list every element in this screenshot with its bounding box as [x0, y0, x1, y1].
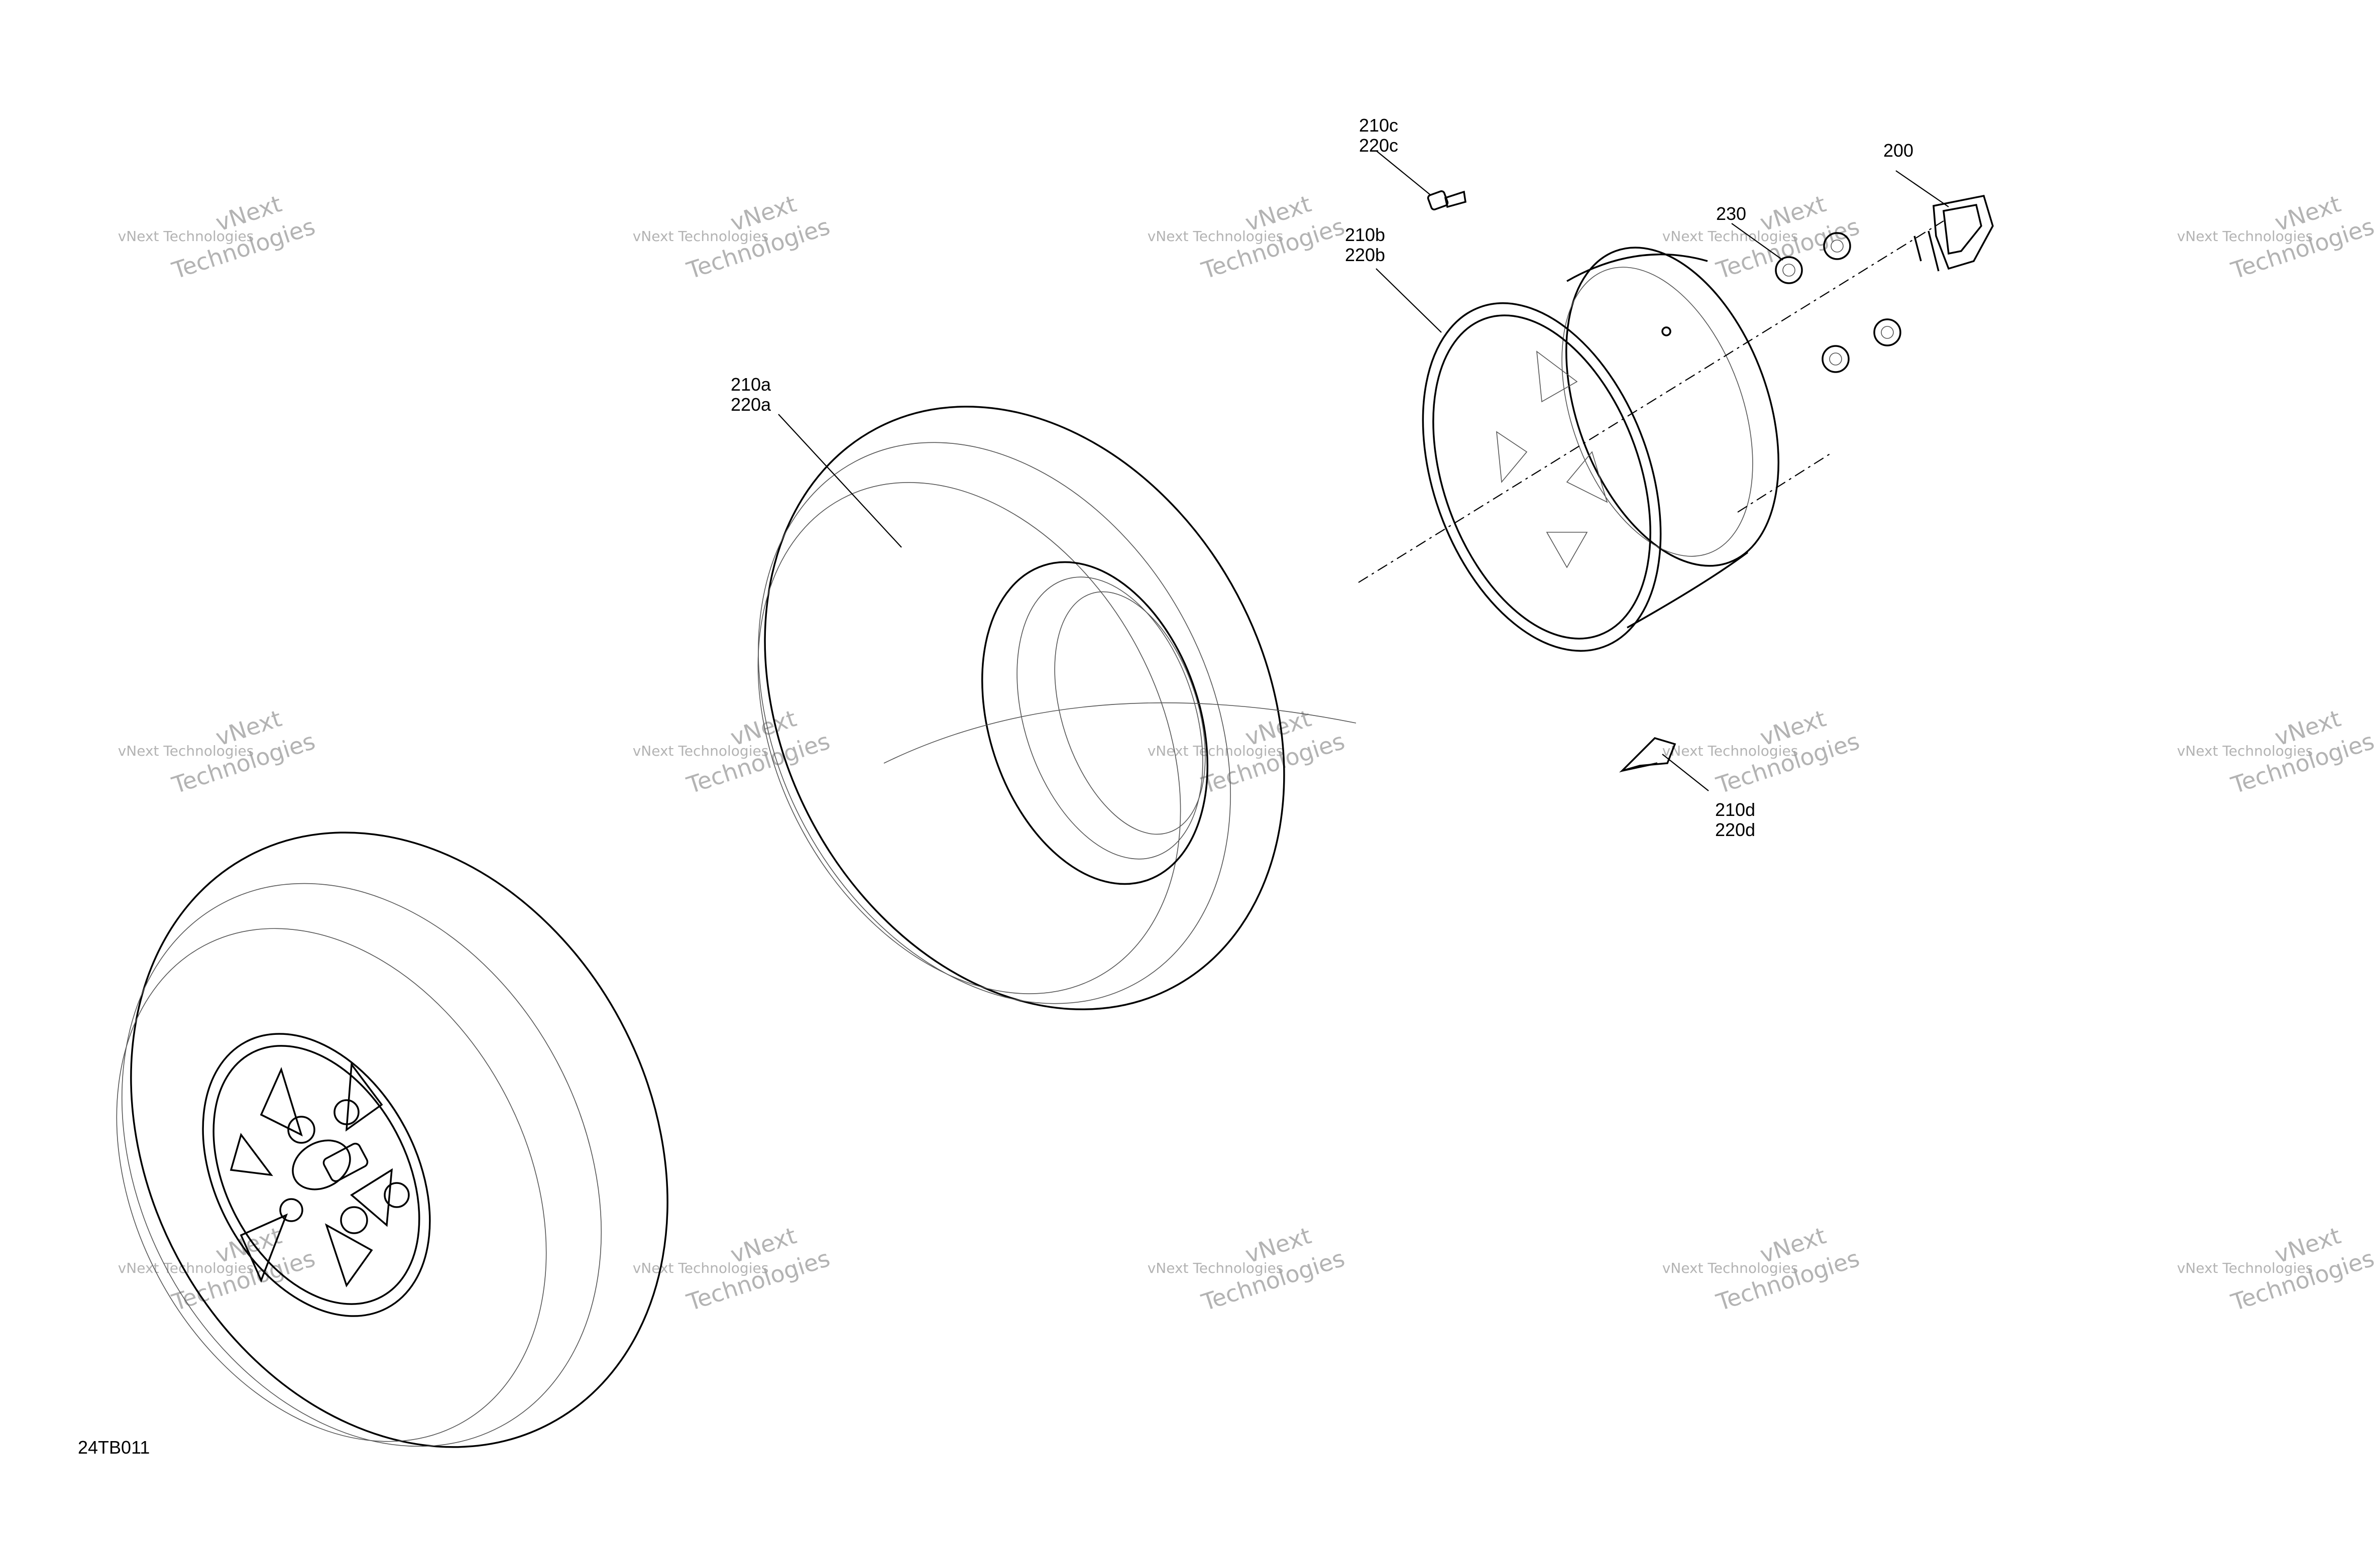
watermark-text: vNext Technologies: [1148, 228, 1284, 245]
watermark-text: vNext Technologies: [633, 1260, 769, 1276]
drawing-id: 24TB011: [78, 1437, 150, 1458]
callout-200: 200: [1883, 140, 1913, 161]
callout-220d: 220d: [1715, 819, 1755, 840]
watermark-text: vNext Technologies: [633, 228, 769, 245]
leader-lines: [778, 150, 1949, 791]
callout-210b: 210b: [1345, 224, 1385, 245]
watermark-text: vNext Technologies: [633, 743, 769, 759]
watermark-layer: vNext TechnologiesvNextTechnologiesvNext…: [118, 190, 2377, 1316]
watermark-text: vNext Technologies: [1148, 743, 1284, 759]
watermark-text: vNext Technologies: [118, 228, 254, 245]
watermark-text: vNext Technologies: [2177, 228, 2313, 245]
valve-stem: [1427, 190, 1466, 210]
tire-exploded: [757, 406, 1356, 1010]
callouts: 210c 220c 200 230 210b 220b 210a 220a 21…: [78, 115, 1913, 1458]
assembled-wheel: [116, 832, 668, 1448]
rim-exploded: [1422, 247, 1779, 652]
callout-220c: 220c: [1359, 135, 1398, 156]
callout-210c: 210c: [1359, 115, 1398, 136]
callout-230: 230: [1716, 203, 1746, 224]
lug-nuts: [1775, 232, 1901, 373]
watermark-text: vNext Technologies: [1148, 1260, 1284, 1276]
watermark-text: vNext Technologies: [2177, 743, 2313, 759]
balance-weight: [1619, 737, 1676, 773]
callout-210a: 210a: [731, 374, 771, 395]
watermark-text: vNext Technologies: [2177, 1260, 2313, 1276]
center-cap: [1913, 194, 1994, 272]
callout-220a: 220a: [731, 394, 771, 415]
callout-220b: 220b: [1345, 245, 1385, 265]
watermark-text: vNext Technologies: [1662, 743, 1798, 759]
watermark-text: vNext Technologies: [1662, 228, 1798, 245]
watermark-text: vNext Technologies: [1662, 1260, 1798, 1276]
callout-210d: 210d: [1715, 799, 1755, 820]
watermark-text: vNext Technologies: [118, 743, 254, 759]
